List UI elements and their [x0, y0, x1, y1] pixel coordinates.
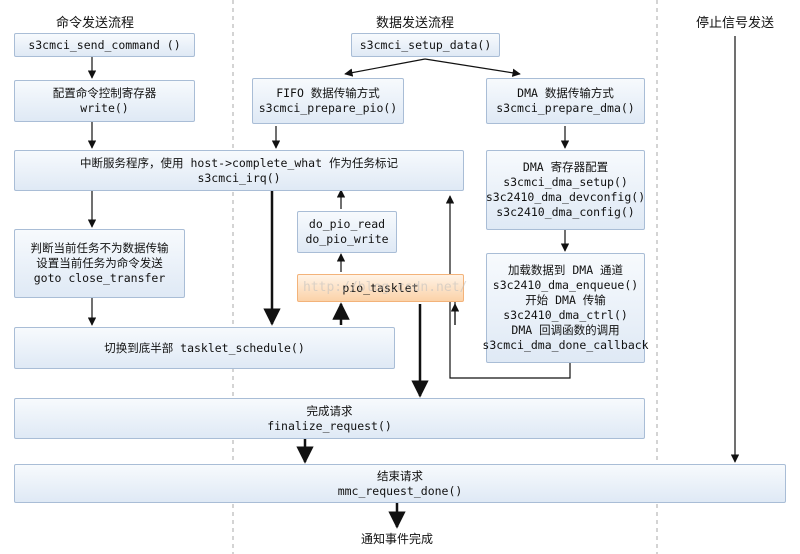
pio-read-label: do_pio_read: [308, 217, 386, 231]
dma-load-box: 加载数据到 DMA 通道 s3c2410_dma_enqueue() 开始 DM…: [482, 253, 649, 363]
dma-mode-box: DMA 数据传输方式 s3cmci_prepare_dma(): [486, 78, 645, 124]
dma-reg-func-2: s3c2410_dma_devconfig(): [485, 190, 646, 204]
request-done-title: 结束请求: [377, 468, 423, 483]
column-header-stop: 停止信号发送: [695, 16, 774, 31]
column-header-command: 命令发送流程: [55, 16, 134, 31]
watermark: http://blog.csdn.net/: [303, 280, 468, 295]
pio-tasklet-box: pio_tasklet: [297, 274, 464, 302]
setup-data-label: s3cmci_setup_data(): [359, 37, 492, 52]
send-command-box: s3cmci_send_command (): [14, 33, 195, 57]
irq-title: 中断服务程序，使用 host->complete_what 作为任务标记: [80, 155, 398, 170]
dma-mode-title: DMA 数据传输方式: [517, 86, 614, 100]
column-header-data: 数据发送流程: [375, 16, 454, 31]
request-done-func: mmc_request_done(): [337, 483, 463, 498]
dma-mode-func: s3cmci_prepare_dma(): [496, 101, 635, 115]
send-command-label: s3cmci_send_command (): [28, 37, 181, 52]
dma-load-line-5: DMA 回调函数的调用: [511, 323, 620, 337]
judge-box: 判断当前任务不为数据传输 设置当前任务为命令发送 goto close_tran…: [14, 229, 185, 298]
fifo-mode-box: FIFO 数据传输方式 s3cmci_prepare_pio(): [252, 78, 404, 124]
judge-line-2: 设置当前任务为命令发送: [36, 256, 163, 270]
finalize-box: 完成请求 finalize_request(): [14, 398, 645, 439]
setup-data-box: s3cmci_setup_data(): [351, 33, 500, 57]
arrow-setup-to-fifo: [344, 58, 426, 77]
arrow-setup-to-dma: [424, 58, 521, 77]
dma-reg-box: DMA 寄存器配置 s3cmci_dma_setup() s3c2410_dma…: [486, 150, 645, 230]
finalize-func: finalize_request(): [267, 418, 392, 433]
notify-complete-label: 通知事件完成: [361, 532, 434, 546]
config-reg-title: 配置命令控制寄存器: [52, 86, 157, 100]
dma-reg-title: DMA 寄存器配置: [522, 160, 609, 174]
pio-rw-box: do_pio_read do_pio_write: [297, 211, 397, 253]
tasklet-schedule-box: 切换到底半部 tasklet_schedule(): [14, 327, 395, 369]
pio-write-label: do_pio_write: [305, 232, 389, 246]
tasklet-schedule-label: 切换到底半部 tasklet_schedule(): [104, 340, 305, 355]
fifo-mode-func: s3cmci_prepare_pio(): [258, 101, 398, 115]
judge-line-1: 判断当前任务不为数据传输: [30, 241, 169, 255]
irq-func: s3cmci_irq(): [197, 170, 281, 185]
finalize-title: 完成请求: [306, 403, 353, 418]
config-reg-func: write(): [80, 101, 129, 115]
dma-load-line-1: 加载数据到 DMA 通道: [507, 263, 624, 277]
dma-reg-func-3: s3c2410_dma_config(): [496, 205, 635, 219]
dma-load-line-3: 开始 DMA 传输: [525, 293, 606, 307]
config-reg-box: 配置命令控制寄存器 write(): [14, 80, 195, 122]
dma-reg-func-1: s3cmci_dma_setup(): [503, 175, 628, 189]
irq-box: 中断服务程序，使用 host->complete_what 作为任务标记 s3c…: [14, 150, 464, 191]
judge-line-3: goto close_transfer: [33, 271, 166, 285]
pio-tasklet-label: pio_tasklet: [342, 280, 419, 295]
dma-load-line-6: s3cmci_dma_done_callback: [482, 338, 649, 352]
fifo-mode-title: FIFO 数据传输方式: [276, 86, 380, 100]
dma-load-line-4: s3c2410_dma_ctrl(): [503, 308, 628, 322]
request-done-box: 结束请求 mmc_request_done(): [14, 464, 786, 503]
dma-load-line-2: s3c2410_dma_enqueue(): [492, 278, 639, 292]
